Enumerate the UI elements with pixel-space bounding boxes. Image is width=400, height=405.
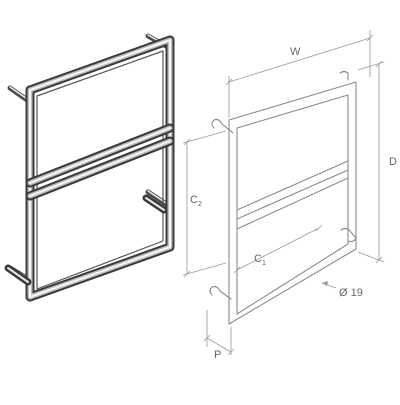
- drawing-standoffs: [209, 70, 357, 300]
- drawing-frame-outer: [228, 81, 357, 325]
- rack-line-drawing: [209, 70, 357, 325]
- chrome-rack-render: [4, 33, 175, 302]
- label-projection: P: [214, 349, 221, 361]
- label-diameter: Ø 19: [339, 287, 363, 299]
- label-c1-sub: 1: [262, 260, 266, 267]
- diameter-arrow-icon: [322, 281, 328, 286]
- drawing-frame-inner: [236, 94, 349, 315]
- dimension-lines: [182, 30, 385, 356]
- label-c1-main: C: [254, 253, 262, 265]
- dimension-labels: W D C2 C1 Ø 19 P: [190, 46, 397, 361]
- drawing-crossbars: [236, 160, 349, 230]
- rack-crossbars: [25, 123, 175, 201]
- label-c2-main: C: [190, 194, 198, 206]
- label-width: W: [290, 46, 301, 58]
- label-c1: C1: [254, 253, 266, 267]
- label-c2: C2: [190, 194, 202, 208]
- front-stubs: [4, 194, 168, 286]
- label-depth: D: [389, 156, 397, 168]
- rack-frame: [25, 35, 175, 302]
- label-c2-sub: 2: [198, 201, 202, 208]
